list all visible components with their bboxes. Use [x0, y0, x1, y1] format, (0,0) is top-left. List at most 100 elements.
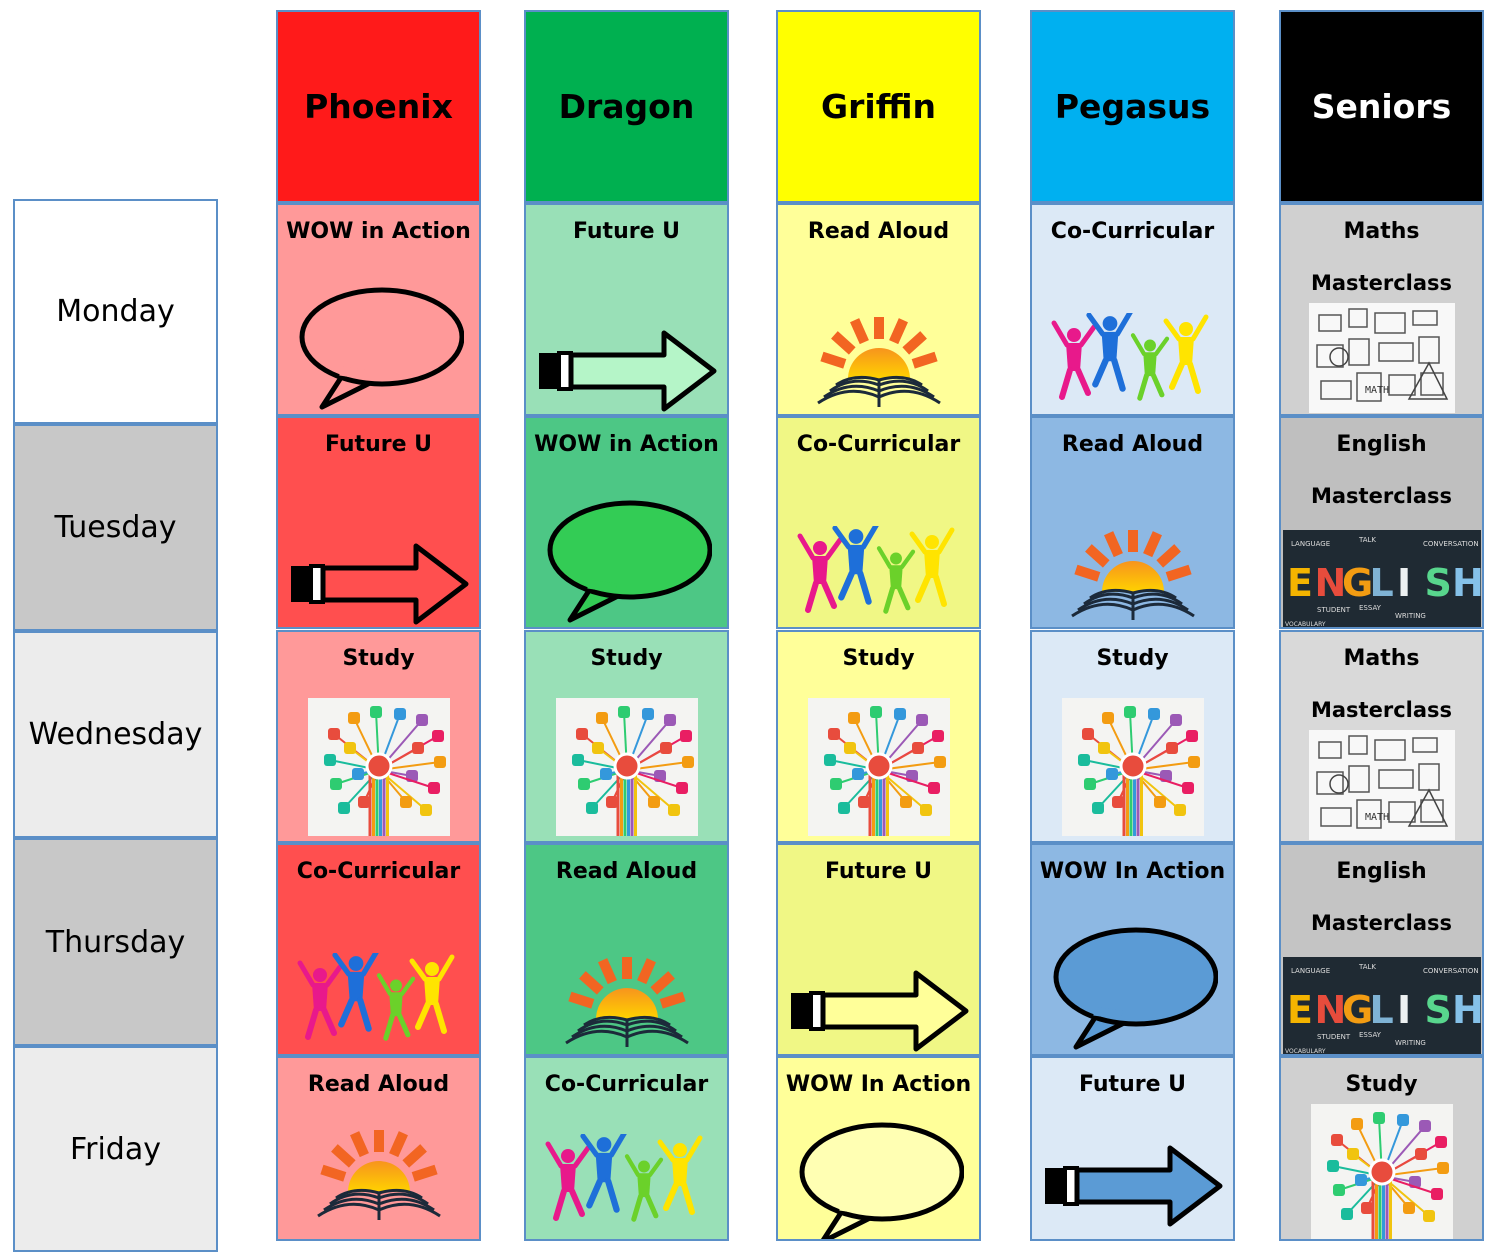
- svg-text:L: L: [1370, 988, 1394, 1032]
- jumping-people-icon: [1050, 313, 1215, 408]
- session-cell: Future U: [276, 416, 481, 629]
- session-cell: WOW in Action: [524, 416, 729, 629]
- svg-text:E: E: [1287, 988, 1313, 1032]
- speech-bubble-icon: [294, 285, 464, 414]
- session-title: Co-Curricular: [796, 432, 961, 457]
- session-cell: Co-Curricular: [1030, 203, 1235, 416]
- session-title: Maths: [1343, 646, 1420, 671]
- svg-text:S: S: [1425, 988, 1452, 1032]
- session-subtitle: Masterclass: [1310, 911, 1453, 935]
- jumping-people-icon: [544, 1134, 709, 1229]
- session-cell: Study: [1279, 1056, 1484, 1241]
- house-header-pegasus: Pegasus: [1030, 10, 1235, 203]
- svg-text:ESSAY: ESSAY: [1359, 604, 1382, 612]
- session-cell: WOW In Action: [1030, 843, 1235, 1056]
- session-cell: Read Aloud: [776, 203, 981, 416]
- session-title: Read Aloud: [1061, 432, 1204, 457]
- arrow-icon: [536, 329, 718, 413]
- study-tree-icon: [1311, 1104, 1453, 1239]
- session-cell: Read Aloud: [276, 1056, 481, 1241]
- speech-bubble-icon: [1048, 925, 1218, 1054]
- session-title: Future U: [324, 432, 433, 457]
- svg-text:WRITING: WRITING: [1395, 1039, 1426, 1047]
- svg-text:VOCABULARY: VOCABULARY: [1285, 1048, 1326, 1055]
- svg-text:I: I: [1397, 561, 1411, 605]
- session-title: Co-Curricular: [1050, 219, 1215, 244]
- session-title: WOW In Action: [785, 1072, 972, 1097]
- session-subtitle: Masterclass: [1310, 698, 1453, 722]
- house-name: Pegasus: [1054, 87, 1211, 126]
- session-title: Future U: [824, 859, 933, 884]
- jumping-people-icon: [296, 953, 461, 1048]
- arrow-icon: [1042, 1144, 1224, 1228]
- session-subtitle: Masterclass: [1310, 271, 1453, 295]
- maths-doodle-icon: MATH: [1309, 730, 1455, 840]
- arrow-icon: [288, 542, 470, 626]
- session-title: Study: [1096, 646, 1169, 671]
- maths-doodle-icon: MATH: [1309, 303, 1455, 413]
- house-name: Seniors: [1311, 87, 1452, 126]
- day-label-monday: Monday: [13, 199, 218, 424]
- svg-text:L: L: [1370, 561, 1394, 605]
- day-label-wednesday: Wednesday: [13, 631, 218, 838]
- svg-text:N: N: [1315, 988, 1347, 1032]
- session-cell: Read Aloud: [524, 843, 729, 1056]
- session-title: Study: [842, 646, 915, 671]
- svg-text:TALK: TALK: [1358, 536, 1376, 544]
- session-title: Read Aloud: [807, 219, 950, 244]
- session-cell: WOW in Action: [276, 203, 481, 416]
- svg-text:H: H: [1452, 988, 1481, 1032]
- sunrise-book-icon: [314, 1130, 444, 1222]
- house-name: Griffin: [821, 87, 936, 126]
- svg-text:STUDENT: STUDENT: [1317, 606, 1351, 614]
- svg-text:STUDENT: STUDENT: [1317, 1033, 1351, 1041]
- sunrise-book-icon: [814, 317, 944, 409]
- session-cell: Study: [1030, 630, 1235, 843]
- study-tree-icon: [1062, 698, 1204, 836]
- svg-text:MATH: MATH: [1365, 812, 1389, 823]
- session-cell: WOW In Action: [776, 1056, 981, 1241]
- study-tree-icon: [556, 698, 698, 836]
- session-title: Study: [590, 646, 663, 671]
- session-cell: Study: [524, 630, 729, 843]
- svg-text:S: S: [1425, 561, 1452, 605]
- house-name: Phoenix: [304, 87, 453, 126]
- house-header-dragon: Dragon: [524, 10, 729, 203]
- house-header-griffin: Griffin: [776, 10, 981, 203]
- day-label-friday: Friday: [13, 1046, 218, 1252]
- svg-text:CONVERSATION: CONVERSATION: [1423, 967, 1479, 975]
- session-title: Read Aloud: [307, 1072, 450, 1097]
- session-subtitle: Masterclass: [1310, 484, 1453, 508]
- svg-text:TALK: TALK: [1358, 963, 1376, 971]
- session-title: WOW In Action: [1039, 859, 1226, 884]
- svg-text:E: E: [1287, 561, 1313, 605]
- house-header-phoenix: Phoenix: [276, 10, 481, 203]
- svg-text:VOCABULARY: VOCABULARY: [1285, 621, 1326, 628]
- session-title: WOW in Action: [534, 432, 719, 457]
- session-title: Read Aloud: [555, 859, 698, 884]
- session-title: Co-Curricular: [544, 1072, 709, 1097]
- session-title: Future U: [1078, 1072, 1187, 1097]
- svg-text:WRITING: WRITING: [1395, 612, 1426, 620]
- svg-text:G: G: [1342, 561, 1373, 605]
- sunrise-book-icon: [1068, 530, 1198, 622]
- study-tree-icon: [308, 698, 450, 836]
- session-title: Co-Curricular: [296, 859, 461, 884]
- session-title: Study: [342, 646, 415, 671]
- session-cell: Co-Curricular: [276, 843, 481, 1056]
- study-tree-icon: [808, 698, 950, 836]
- session-cell: Future U: [1030, 1056, 1235, 1241]
- sunrise-book-icon: [562, 957, 692, 1049]
- session-title: Future U: [572, 219, 681, 244]
- session-cell: Co-Curricular: [524, 1056, 729, 1241]
- session-cell: Future U: [524, 203, 729, 416]
- arrow-icon: [788, 969, 970, 1053]
